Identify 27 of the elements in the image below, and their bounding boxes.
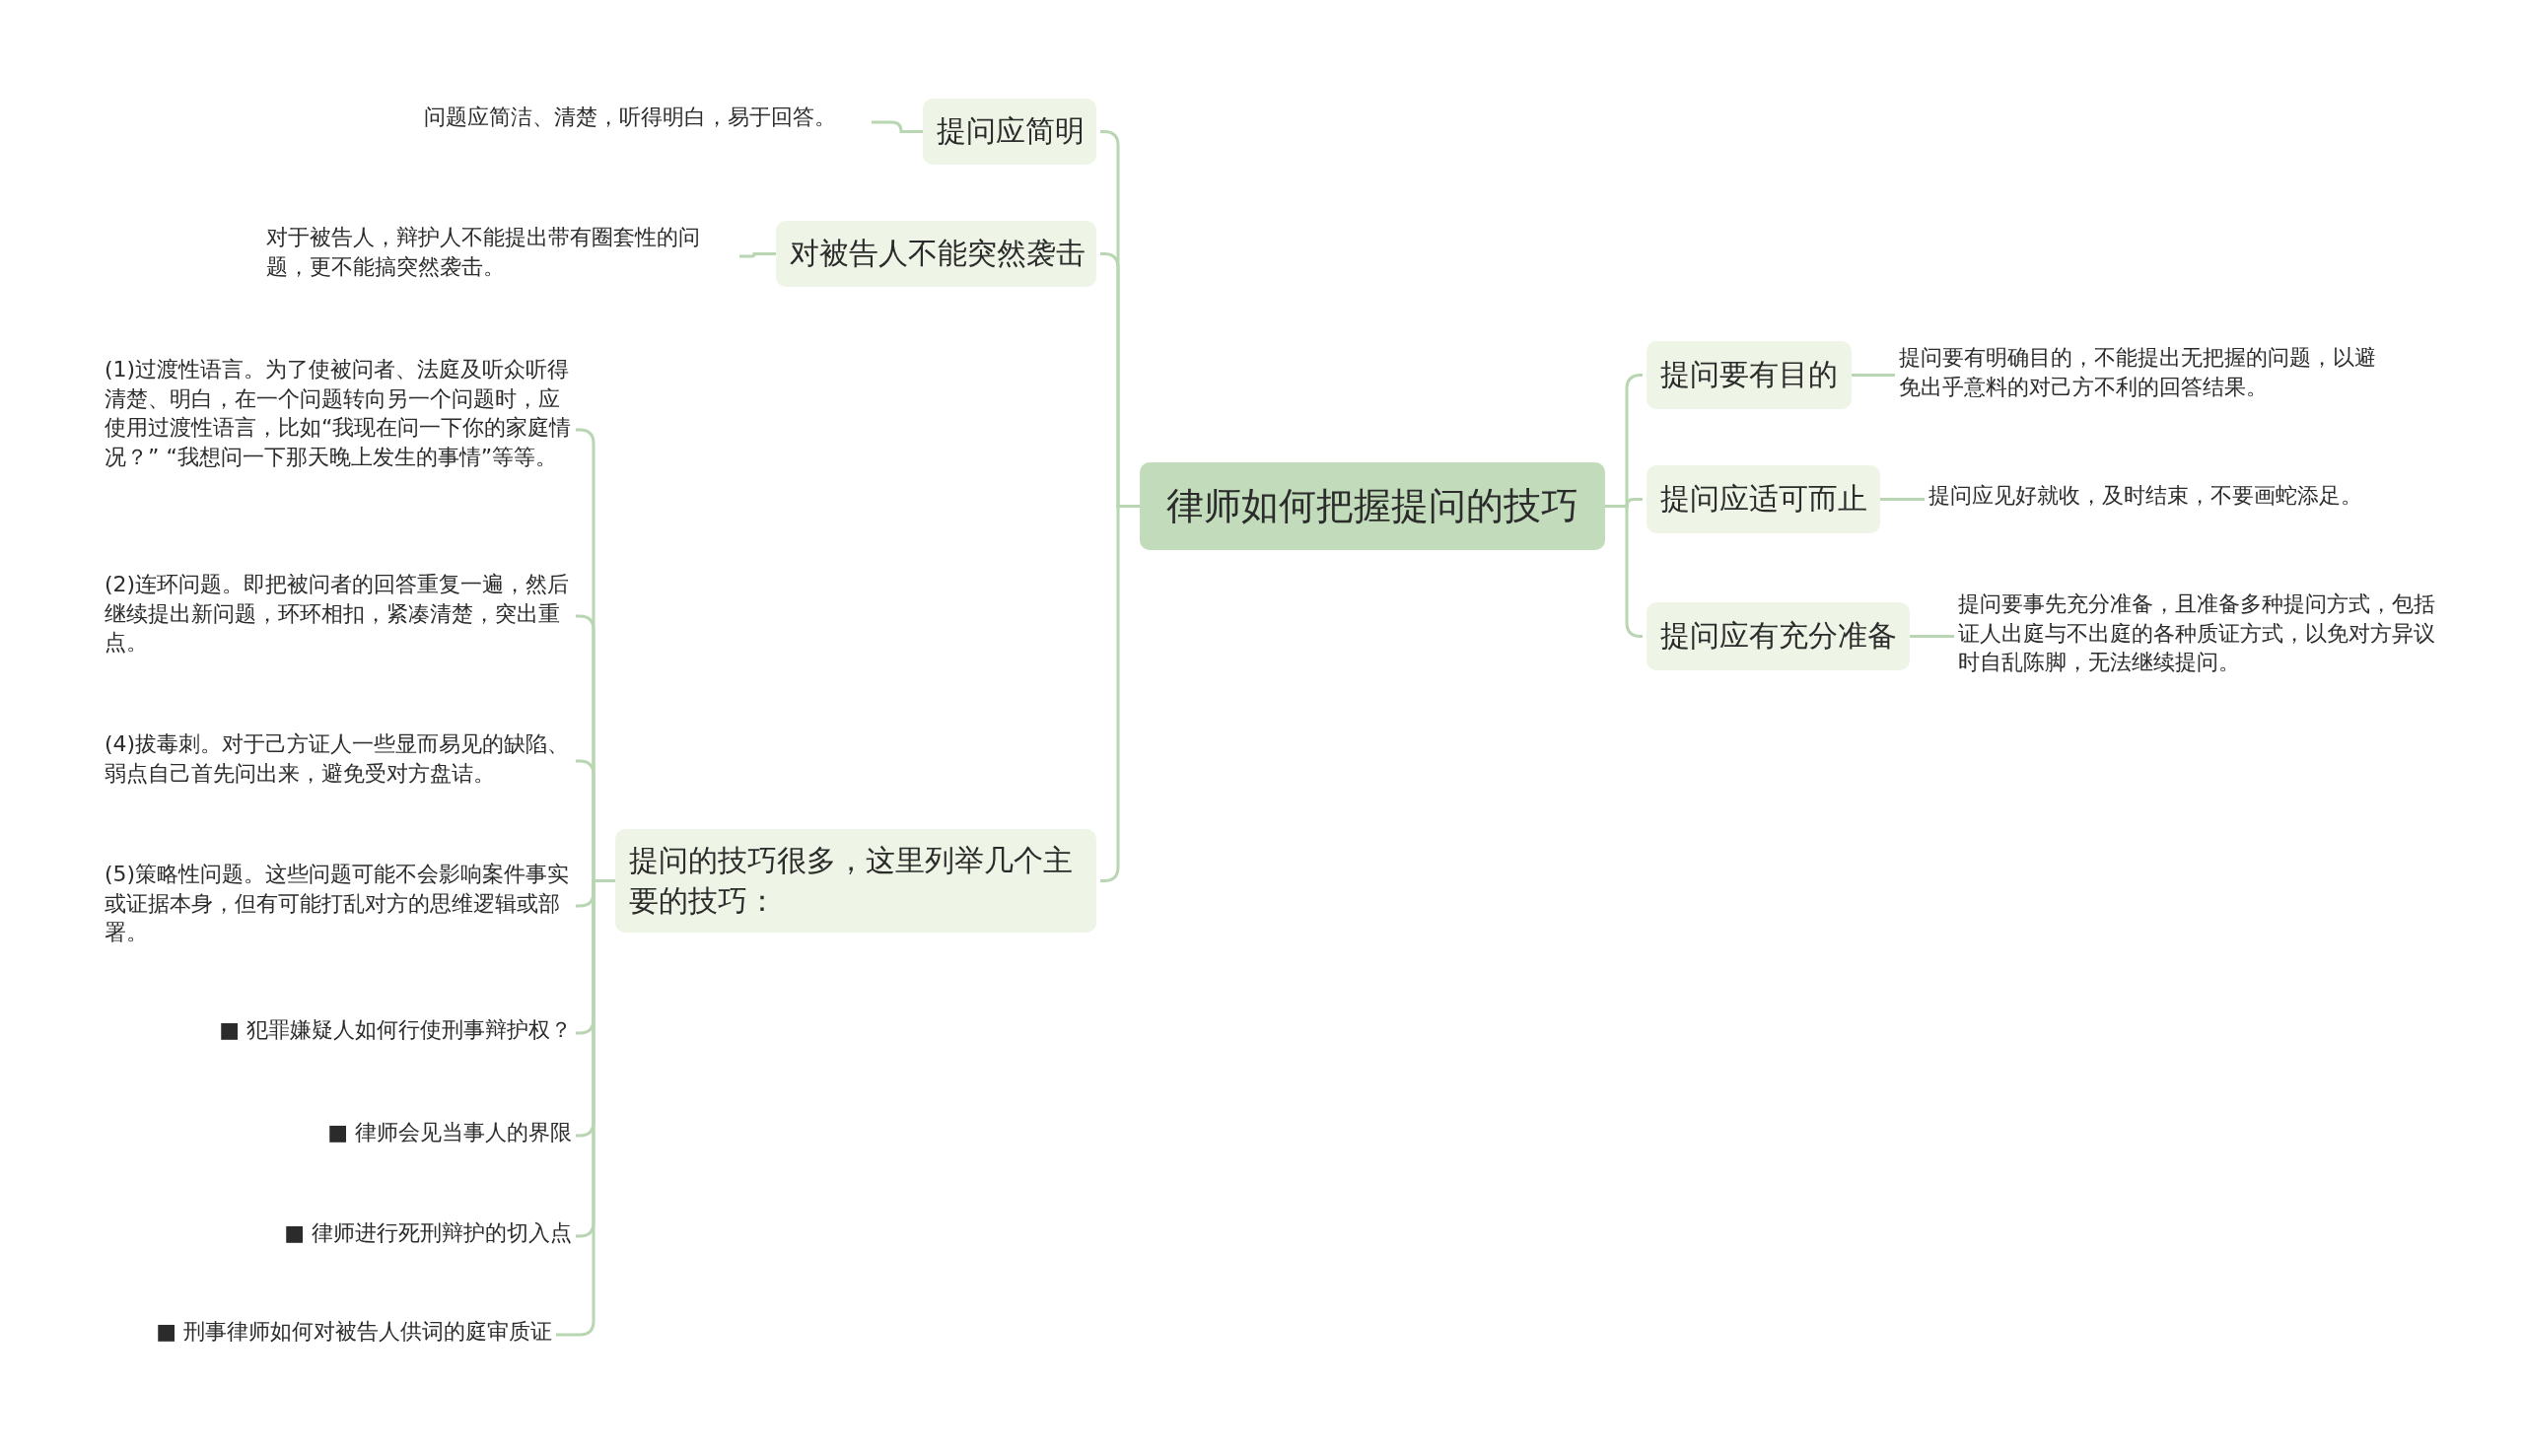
connector-line — [1910, 635, 1954, 638]
note-text: (1)过渡性语言。为了使被问者、法庭及听众听得清楚、明白，在一个问题转向另一个问题时，应使用过渡性语言，比如“我现在问一下你的家庭情况？” “我想问一下那天晚上发生的事情”等等。 — [105, 355, 572, 505]
connector-line — [1880, 498, 1925, 501]
note-text: 提问要有明确目的，不能提出无把握的问题，以避免出乎意料的对己方不利的回答结果。 — [1899, 343, 2392, 408]
topic-box: 提问的技巧很多，这里列举几个主要的技巧： — [615, 829, 1096, 933]
bullet-item: ■ 律师会见当事人的界限 — [148, 1118, 572, 1153]
bullet-item: ■ 犯罪嫌疑人如何行使刑事辩护权？ — [148, 1015, 572, 1051]
note-text: (4)拔毒刺。对于己方证人一些显而易见的缺陷、弱点自己首先问出来，避免受对方盘诘。 — [105, 729, 572, 793]
topic-box: 提问应有充分准备 — [1647, 602, 1910, 670]
topic-box: 提问要有目的 — [1647, 341, 1852, 409]
topic-box: 提问应适可而止 — [1647, 465, 1880, 533]
connector-line — [739, 252, 776, 258]
note-text: 问题应简洁、清楚，听得明白，易于回答。 — [424, 103, 868, 142]
connector-line — [1852, 374, 1895, 377]
connector-line — [872, 120, 923, 133]
connector-line — [556, 879, 615, 1337]
note-text: (5)策略性问题。这些问题可能不会影响案件事实或证据本身，但有可能打乱对方的思维逻辑或部署。 — [105, 860, 572, 952]
topic-box: 对被告人不能突然袭击 — [776, 221, 1096, 287]
note-text: (2)连环问题。即把被问者的回答重复一遍，然后继续提出新问题，环环相扣，紧凑清楚，突出重点。 — [105, 570, 572, 662]
note-text: 提问应见好就收，及时结束，不要画蛇添足。 — [1928, 481, 2421, 517]
root-topic: 律师如何把握提问的技巧 — [1140, 462, 1605, 550]
connector-line — [1605, 505, 1644, 638]
bullet-item: ■ 刑事律师如何对被告人供词的庭审质证 — [118, 1317, 552, 1352]
bullet-item: ■ 律师进行死刑辩护的切入点 — [148, 1218, 572, 1254]
note-text: 对于被告人，辩护人不能提出带有圈套性的问题，更不能搞突然袭击。 — [266, 223, 736, 290]
note-text: 提问要事先充分准备，且准备多种提问方式，包括证人出庭与不出庭的各种质证方式，以免对方异议时自乱陈脚，无法继续提问。 — [1958, 589, 2451, 684]
topic-box: 提问应简明 — [923, 99, 1096, 165]
